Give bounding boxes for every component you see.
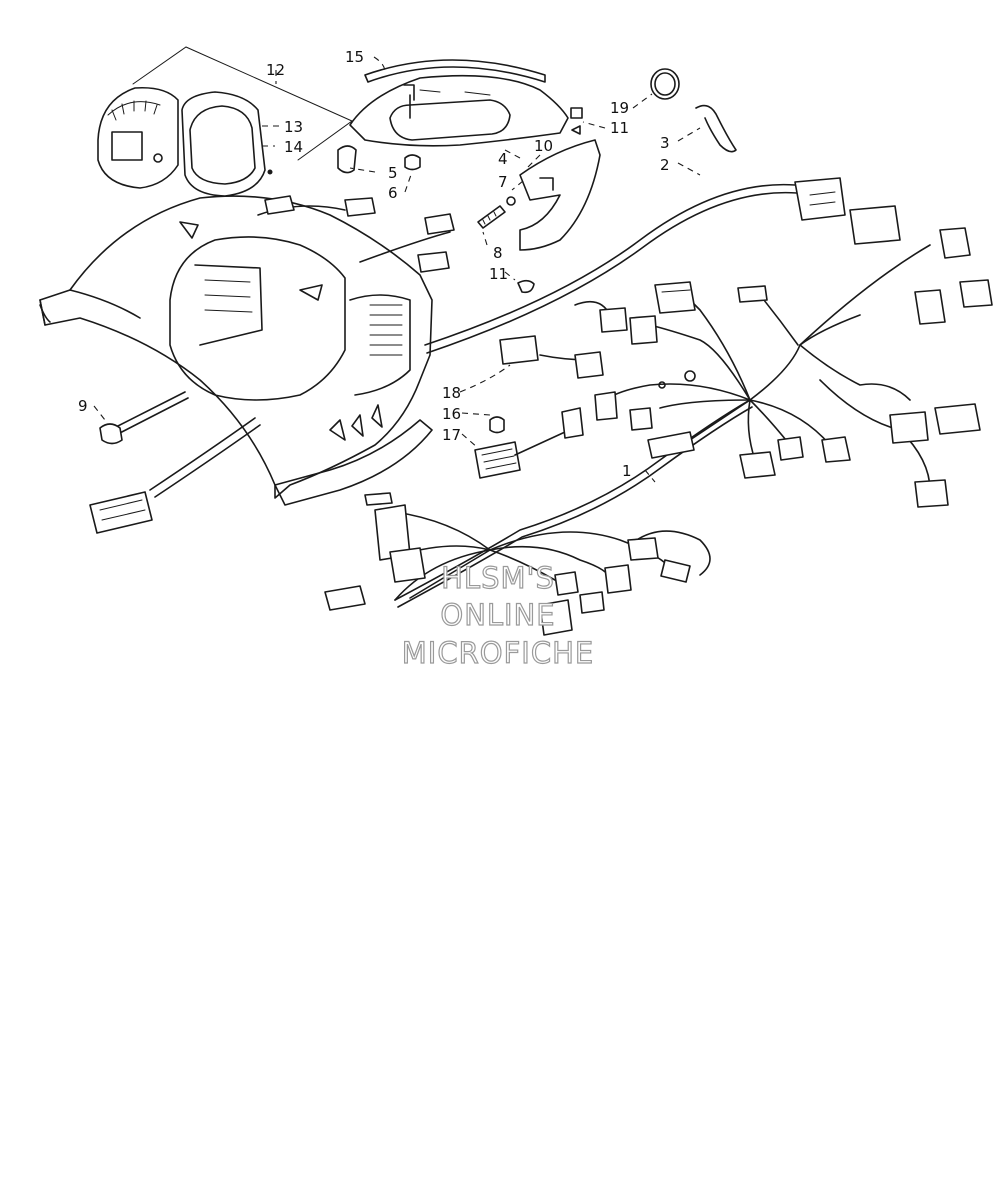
sub-harness-2 [257, 177, 846, 354]
headlight-housing [337, 74, 569, 174]
callout-7: 7 [498, 173, 508, 191]
callout-18: 18 [442, 384, 461, 402]
callout-10: 10 [534, 137, 553, 155]
callout-2: 2 [660, 156, 670, 174]
callout-17: 17 [442, 426, 461, 444]
callout-16: 16 [442, 405, 461, 423]
main-harness-1 [394, 205, 993, 608]
callout-8: 8 [493, 244, 503, 262]
leader-lines [93, 56, 701, 483]
watermark: HLSM'S ONLINE MICROFICHE [401, 560, 594, 670]
ring-19 [650, 68, 680, 100]
callout-12: 12 [266, 61, 285, 79]
callout-15: 15 [345, 48, 364, 66]
callout-labels: 1 2 3 4 5 6 7 8 9 10 11 11 12 13 14 15 1… [78, 48, 670, 480]
callout-1: 1 [622, 462, 632, 480]
trim-strip-15 [364, 59, 546, 83]
callout-6: 6 [388, 184, 398, 202]
watermark-line-2: ONLINE [440, 598, 555, 632]
callout-5: 5 [388, 164, 398, 182]
callout-13: 13 [284, 118, 303, 136]
callout-19: 19 [610, 99, 629, 117]
callout-3: 3 [660, 134, 670, 152]
callout-14: 14 [284, 138, 303, 156]
callout-9: 9 [78, 397, 88, 415]
callout-bracket-12 [132, 46, 353, 161]
watermark-line-3: MICROFICHE [402, 636, 594, 670]
small-parts [477, 196, 535, 294]
regulator-17 [474, 407, 584, 479]
side-shield-10 [519, 107, 601, 251]
clip-3 [695, 104, 737, 153]
callout-4: 4 [498, 150, 508, 168]
gauge-assembly [97, 86, 273, 197]
callout-11-lower: 11 [489, 265, 508, 283]
watermark-line-1: HLSM'S [441, 561, 555, 595]
lower-harness [89, 417, 711, 636]
callout-11-upper: 11 [610, 119, 629, 137]
cable-part-9 [99, 391, 189, 445]
dash-panel [39, 195, 433, 506]
